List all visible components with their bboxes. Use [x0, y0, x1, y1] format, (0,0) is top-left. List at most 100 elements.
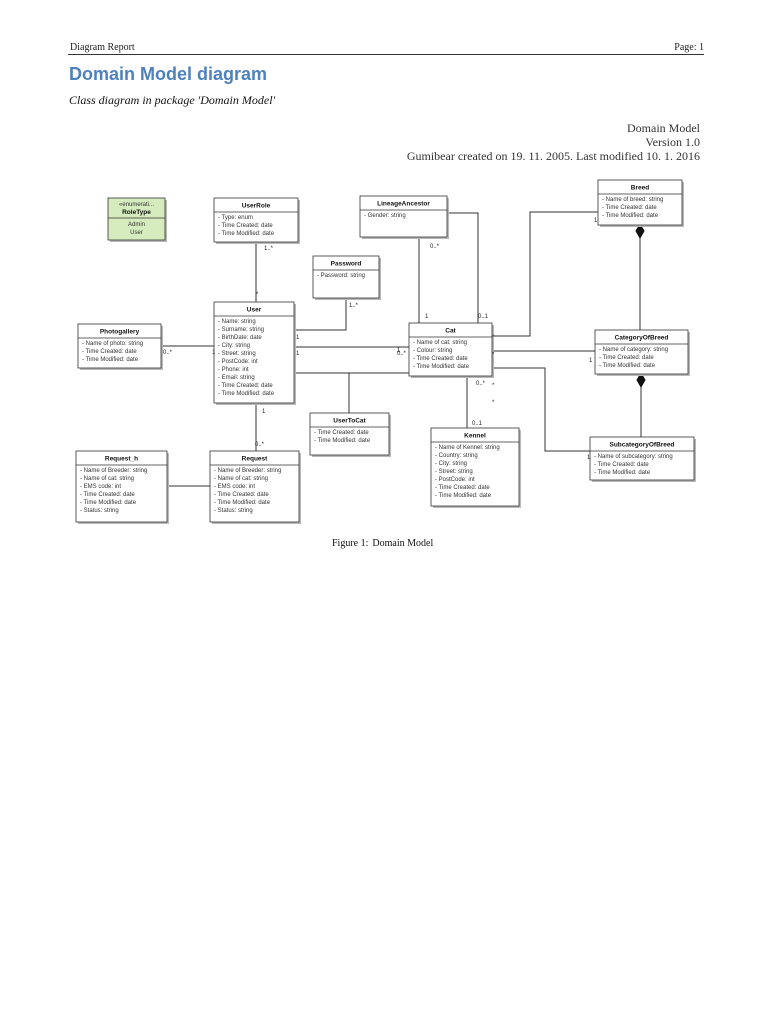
multiplicity-label: 1 — [296, 335, 300, 341]
enum-literal: User — [130, 230, 143, 236]
header-divider — [68, 54, 704, 55]
multiplicity-label: 1 — [262, 409, 266, 415]
class-attribute: - City: string — [435, 461, 467, 467]
class-kennel: Kennel- Name of Kennel: string- Country:… — [430, 427, 521, 508]
class-attribute: - Time Modified: date — [314, 438, 371, 444]
class-attribute: - Time Created: date — [218, 223, 273, 229]
multiplicity-label: 1 — [212, 350, 216, 356]
class-name: UserRole — [242, 203, 271, 210]
class-box — [312, 255, 380, 299]
class-attribute: - Name of category: string — [599, 347, 668, 353]
class-attribute: - Name of cat: string — [214, 476, 268, 482]
class-attribute: - Street: string — [218, 351, 256, 357]
class-name: RoleType — [122, 209, 151, 216]
class-attribute: - EMS code: int — [80, 484, 121, 490]
class-attribute: - Time Created: date — [218, 383, 273, 389]
association-line — [492, 367, 590, 452]
class-name: LineageAncestor — [377, 201, 430, 208]
class-name: Photogallery — [100, 329, 140, 336]
association-line — [294, 298, 347, 331]
class-attribute: - Time Modified: date — [435, 493, 492, 499]
class-attribute: - Time Modified: date — [599, 363, 656, 369]
class-attribute: - Time Created: date — [314, 430, 369, 436]
class-name: Kennel — [464, 433, 486, 440]
class-attribute: - Phone: int — [218, 367, 249, 373]
class-attribute: - Time Created: date — [594, 462, 649, 468]
class-box — [309, 412, 390, 456]
class-userrole: UserRole - Type: enum - Time Created: date… — [213, 197, 300, 244]
class-attribute: - Name of cat: string — [80, 476, 134, 482]
class-attribute: - Status: string — [214, 508, 253, 514]
association-line — [492, 211, 598, 337]
report-header-left: Diagram Report — [70, 42, 135, 53]
class-name: SubcategoryOfBreed — [609, 442, 674, 449]
class-attribute: - BirthDate: date — [218, 335, 262, 341]
class-box — [430, 427, 520, 507]
class-attribute: - Time Created: date — [599, 355, 654, 361]
class-attribute: - PostCode: int — [435, 477, 475, 483]
page-subtitle: Class diagram in package 'Domain Model' — [69, 93, 276, 107]
multiplicity-label: 0..* — [476, 381, 486, 387]
class-attribute: - Time Modified: date — [602, 213, 659, 219]
class-attribute: - Gender: string — [364, 213, 406, 219]
model-info: Gumibear created on 19. 11. 2005. Last m… — [406, 149, 700, 163]
class-box — [594, 329, 689, 375]
page-number: Page: 1 — [674, 42, 704, 53]
enum-literal: Admin — [128, 222, 145, 228]
multiplicity-label: 1..* — [264, 246, 274, 252]
class-attribute: - Time Created: date — [82, 349, 137, 355]
multiplicity-label: 1 — [594, 218, 598, 224]
multiplicity-label: * — [492, 383, 495, 389]
class-attribute: - Time Modified: date — [413, 364, 470, 370]
multiplicity-label: * — [492, 400, 495, 406]
class-attribute: - Name of subcategory: string — [594, 454, 673, 460]
figure-caption: Figure 1:Domain Model — [332, 538, 437, 549]
class-name: UserToCat — [333, 418, 366, 425]
class-stereotype: «enumerati... — [119, 202, 154, 208]
association-line — [440, 212, 479, 323]
class-box — [209, 450, 300, 523]
composition-diamond-icon — [636, 371, 646, 389]
class-attribute: - Type: enum — [218, 215, 253, 221]
class-attribute: - Time Created: date — [602, 205, 657, 211]
multiplicity-label: * — [256, 292, 259, 298]
class-name: Cat — [445, 328, 456, 335]
class-categoryofbreed: CategoryOfBreed - Name of category: strin… — [594, 329, 690, 376]
class-attribute: - Password: string — [317, 273, 365, 279]
class-attribute: - Name: string — [218, 319, 256, 325]
class-name: Password — [331, 261, 362, 268]
class-attribute: - Email: string — [218, 375, 255, 381]
multiplicity-label: 0..* — [163, 350, 173, 356]
figure-text: Domain Model — [372, 538, 434, 549]
multiplicity-label: * — [492, 352, 495, 358]
class-attribute: - Time Modified: date — [214, 500, 271, 506]
class-attribute: - Time Modified: date — [80, 500, 137, 506]
class-name: CategoryOfBreed — [615, 335, 669, 342]
page-title: Domain Model diagram — [69, 64, 268, 84]
class-photogallery: Photogallery- Name of photo: string- Tim… — [77, 323, 163, 370]
class-attribute: - Time Modified: date — [218, 391, 275, 397]
class-attribute: - Name of Breeder: string — [80, 468, 147, 474]
class-box — [107, 197, 166, 241]
class-attribute: - Time Modified: date — [82, 357, 139, 363]
model-version: Version 1.0 — [645, 135, 700, 149]
class-usertocat: UserToCat - Time Created: date - Time Modi… — [309, 412, 391, 457]
multiplicity-label: 0..* — [430, 244, 440, 250]
multiplicity-label: 0..1 — [472, 421, 483, 427]
class-attribute: - Name of Breeder: string — [214, 468, 281, 474]
class-attribute: - EMS code: int — [214, 484, 255, 490]
class-breed: Breed- Name of breed: string- Time Creat… — [597, 179, 684, 227]
class-attribute: - Colour: string — [413, 348, 452, 354]
multiplicity-label: 1 — [589, 358, 593, 364]
class-attribute: - Time Created: date — [80, 492, 135, 498]
class-cat: Cat - Name of cat: string - Colour: string… — [408, 322, 494, 378]
class-box — [77, 323, 162, 369]
class-attribute: - Surname: string — [218, 327, 264, 333]
multiplicity-label: 1 — [296, 351, 300, 357]
class-attribute: - Name of cat: string — [413, 340, 467, 346]
class-attribute: - Name of breed: string — [602, 197, 663, 203]
class-lineage: LineageAncestor - Gender: string — [359, 195, 449, 239]
class-attribute: - City: string — [218, 343, 250, 349]
class-box — [359, 195, 448, 238]
